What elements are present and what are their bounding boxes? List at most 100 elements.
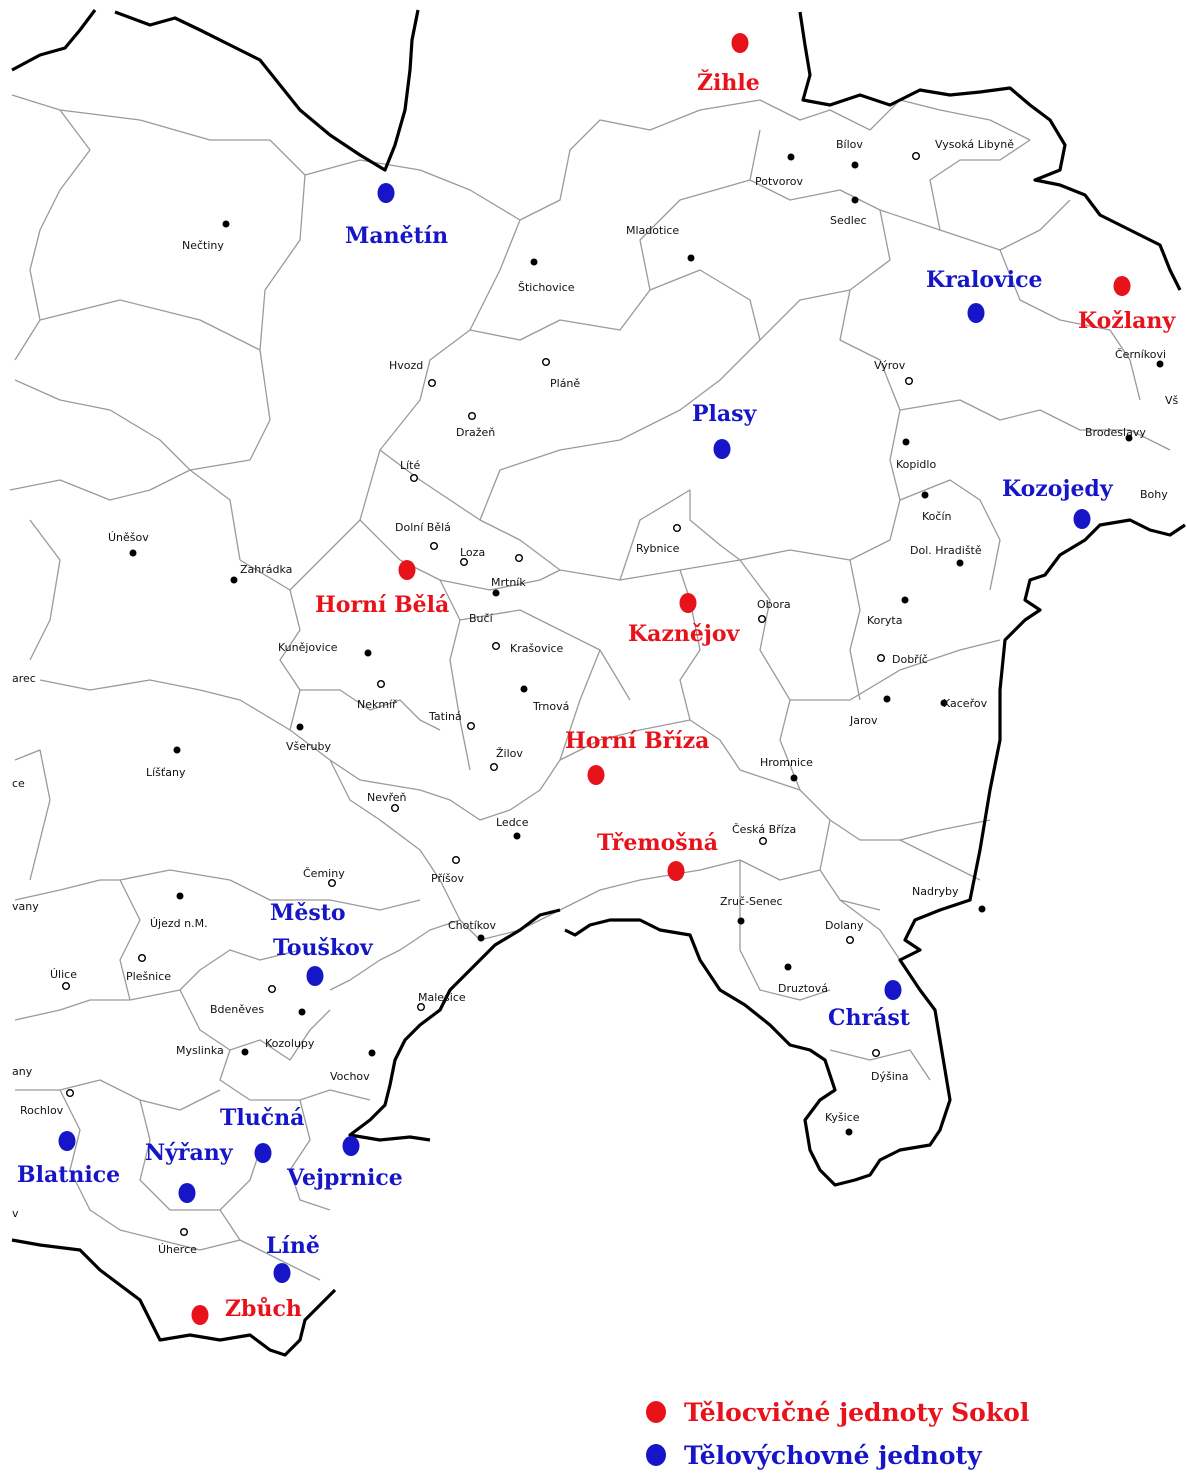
municipality-rochlov: Rochlov	[20, 1088, 74, 1117]
settlement-ring-icon	[542, 358, 551, 367]
municipality-any: any	[12, 1065, 33, 1078]
municipality-label: Úněšov	[108, 531, 149, 544]
municipality-label: Příšov	[431, 872, 464, 885]
municipality-bdeneves: Bdeněves	[210, 985, 277, 1016]
settlement-dot-icon	[784, 963, 792, 971]
club-label: Chrást	[828, 1005, 911, 1031]
municipality-listany: Líšťany	[146, 746, 186, 779]
settlement-ring-icon	[428, 379, 437, 388]
municipality-ceska-briza: Česká Bříza	[732, 823, 796, 846]
settlement-dot-icon	[851, 196, 859, 204]
municipality-ceminy: Čeminy	[303, 867, 345, 888]
municipality-krasovice: Krašovice	[492, 642, 564, 655]
municipality-kocin: Kočín	[921, 491, 951, 523]
settlement-ring-icon	[417, 1003, 426, 1012]
club-label: Kaznějov	[628, 621, 740, 647]
settlement-ring-icon	[759, 837, 768, 846]
club-label: Horní Bříza	[565, 728, 709, 754]
municipality-tatina: Tatiná	[428, 710, 476, 731]
settlement-ring-icon	[328, 879, 337, 888]
settlement-dot-icon	[173, 746, 181, 754]
municipality-label: Kopidlo	[896, 458, 936, 471]
municipality-trnova: Trnová	[520, 685, 569, 713]
municipality-label: Loza	[460, 546, 485, 559]
blue-dot-icon	[1073, 509, 1091, 529]
municipality-nectiny: Nečtiny	[182, 220, 230, 252]
municipality-label: Líšťany	[146, 766, 186, 779]
municipality-label: Nadryby	[912, 885, 959, 898]
municipality-label: Rochlov	[20, 1104, 64, 1117]
municipality-plane: Pláně	[542, 358, 580, 390]
settlement-ring-icon	[673, 524, 682, 533]
club-layer: ŽihleManětínKraloviceKožlanyPlasyKozojed…	[17, 33, 1176, 1325]
municipality-label: Kozolupy	[265, 1037, 315, 1050]
red-dot-icon	[587, 765, 605, 785]
municipality-ulice: Úlice	[50, 968, 77, 991]
club-chrast: Chrást	[828, 980, 911, 1031]
club-label: Tlučná	[220, 1105, 304, 1131]
municipality-plesnice: Plešnice	[126, 954, 171, 983]
settlement-dot-icon	[790, 774, 798, 782]
settlement-dot-icon	[477, 934, 485, 942]
municipality-label: Výrov	[874, 359, 906, 372]
municipality-label: Hvozd	[389, 359, 423, 372]
municipality-label: vany	[12, 900, 39, 913]
municipality-mrtnik: Mrtník	[491, 554, 526, 589]
municipality-label: Vysoká Libyně	[935, 138, 1014, 151]
settlement-dot-icon	[1156, 360, 1164, 368]
municipality-cernikovi: Černíkovi	[1115, 348, 1166, 368]
municipality-label: Nekmíř	[357, 698, 397, 711]
municipality-jarov: Jarov	[849, 695, 891, 727]
settlement-dot-icon	[241, 1048, 249, 1056]
legend-label-sokol: Tělocvičné jednoty Sokol	[684, 1398, 1029, 1427]
municipality-vochov: Vochov	[330, 1049, 376, 1083]
club-label: Manětín	[345, 223, 448, 249]
settlement-dot-icon	[687, 254, 695, 262]
red-dot-icon	[191, 1305, 209, 1325]
settlement-dot-icon	[1125, 434, 1133, 442]
settlement-dot-icon	[978, 905, 986, 913]
municipal-boundaries	[9, 94, 1171, 1281]
municipality-label: Újezd n.M.	[150, 917, 208, 930]
municipality-label: Dýšina	[871, 1070, 908, 1083]
club-tremosna: Třemošná	[597, 830, 718, 881]
club-zbuch: Zbůch	[191, 1296, 302, 1325]
club-label: Třemošná	[597, 830, 718, 856]
settlement-dot-icon	[368, 1049, 376, 1057]
settlement-ring-icon	[467, 722, 476, 731]
red-dot-icon	[667, 861, 685, 881]
municipality-label: Kaceřov	[943, 697, 988, 710]
blue-dot-icon	[178, 1183, 196, 1203]
club-label: Kožlany	[1078, 308, 1176, 334]
municipality-label: Dol. Hradiště	[910, 544, 982, 557]
club-label: Líně	[266, 1233, 320, 1259]
municipality-vysoka-libyne: Vysoká Libyně	[912, 138, 1014, 160]
municipality-nevren: Nevřeň	[367, 791, 407, 813]
red-dot-icon	[731, 33, 749, 53]
municipality-vs: Vš	[1165, 394, 1179, 407]
municipality-myslinka: Myslinka	[176, 1044, 249, 1057]
municipality-obora: Obora	[757, 598, 791, 624]
blue-dot-icon	[306, 966, 324, 986]
municipality-hvozd: Hvozd	[389, 359, 437, 388]
municipality-loza: Loza	[460, 546, 485, 567]
settlement-dot-icon	[902, 438, 910, 446]
municipality-label: Chotíkov	[448, 919, 496, 932]
red-dot-icon	[679, 593, 697, 613]
club-blatnice: Blatnice	[17, 1131, 120, 1188]
settlement-ring-icon	[62, 982, 71, 991]
blue-dot-icon	[377, 183, 395, 203]
settlement-dot-icon	[883, 695, 891, 703]
municipality-label: Sedlec	[830, 214, 867, 227]
club-label: Nýřany	[145, 1140, 234, 1166]
municipality-uherce: Úherce	[158, 1227, 197, 1256]
settlement-dot-icon	[737, 917, 745, 925]
settlement-dot-icon	[530, 258, 538, 266]
blue-dot-icon	[342, 1136, 360, 1156]
municipality-hromnice: Hromnice	[760, 756, 813, 782]
club-kaznejov: Kaznějov	[628, 593, 740, 647]
municipality-label: Nevřeň	[367, 791, 407, 804]
settlement-ring-icon	[490, 763, 499, 772]
